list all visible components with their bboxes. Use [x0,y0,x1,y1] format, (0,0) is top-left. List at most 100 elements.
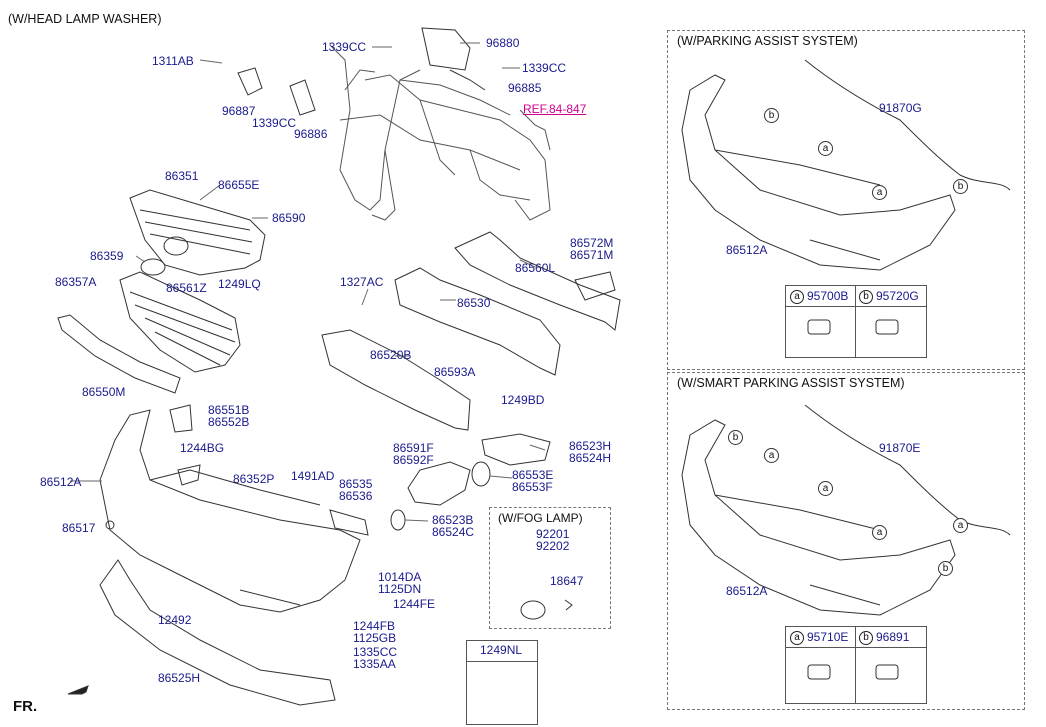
label-1311AB: 1311AB [152,54,194,68]
lower-lip-art [99,559,336,706]
label-86525H: 86525H [158,671,201,685]
label-86593A: 86593A [434,365,476,379]
label-1244BG: 1244BG [180,441,225,455]
front-end-module-frame [329,44,551,221]
label-86351: 86351 [165,169,199,183]
label-18647: 18647 [550,574,584,588]
smart-sensor-table-header [786,627,926,648]
grille-lower-art [119,271,241,373]
parking-sensor-table-divider [855,286,856,357]
bumper-beam-art [321,231,621,431]
smart-parking-assist-box: (W/SMART PARKING ASSIST SYSTEM) 91870E 8… [667,372,1025,710]
label-86517: 86517 [62,521,96,535]
label-95710E: 95710E [807,630,849,644]
fog-ring-b-art [390,509,406,531]
smart-callout-a-4: a [953,518,968,533]
washer-pump-art [421,27,471,71]
label-86535: 86535 [339,477,373,491]
label-1249BD: 1249BD [501,393,545,407]
grille-molding-art [57,314,181,394]
label-1249LQ: 1249LQ [218,277,261,291]
smart-callout-a-2: a [818,481,833,496]
callout-a-2: a [872,185,887,200]
smart-cell-b-letter: b [859,630,873,645]
front-direction-label: FR. [13,698,38,715]
bracket-art [169,404,193,433]
front-arrow-art [67,685,89,695]
label-1327AC: 1327AC [340,275,384,289]
label-86552B: 86552B [208,415,250,429]
label-86560L: 86560L [515,261,556,275]
label-1249NL: 1249NL [480,643,523,657]
label-86357A: 86357A [55,275,97,289]
smart-bumper-art [681,404,1011,616]
label-95720G: 95720G [876,289,919,303]
label-86512A-smart: 86512A [726,584,768,598]
heading-fog-lamp: (W/FOG LAMP) [498,511,583,525]
label-1014DA: 1014DA [378,570,422,584]
label-86553E: 86553E [512,468,554,482]
label-1335AA: 1335AA [353,657,396,671]
label-86512A-parking: 86512A [726,243,768,257]
label-86523B: 86523B [432,513,474,527]
smart-sensor-table-divider [855,627,856,703]
parking-assist-box: (W/PARKING ASSIST SYSTEM) 91870G 86512A … [667,30,1025,370]
label-86536: 86536 [339,489,373,503]
smart-callout-a-3: a [872,525,887,540]
fog-bezel-art [407,461,471,506]
smart-callout-a-1: a [764,448,779,463]
part-1249NL-header: 1249NL [467,641,537,662]
callout-b-2: b [953,179,968,194]
bracket-c-art [329,509,369,536]
callout-b-1: b [764,108,779,123]
heading-parking-assist: (W/PARKING ASSIST SYSTEM) [677,34,858,48]
label-86512A-main: 86512A [40,475,82,489]
label-86572M: 86572M [570,236,614,250]
label-91870G: 91870G [879,101,922,115]
label-96891: 96891 [876,630,910,644]
fog-ring-art [471,461,491,487]
fog-lamp-box: (W/FOG LAMP) 92201 92202 18647 [489,507,611,629]
label-96887: 96887 [222,104,256,118]
label-86590: 86590 [272,211,306,225]
washer-nozzle-art [237,67,263,96]
label-86520B: 86520B [370,348,412,362]
parking-sensor-table-header [786,286,926,307]
label-95700B: 95700B [807,289,849,303]
parking-cell-b-letter: b [859,289,873,304]
label-92201: 92201 [536,527,570,541]
label-86553F: 86553F [512,480,553,494]
parking-bumper-art [681,59,1011,271]
label-86359: 86359 [90,249,124,263]
label-1339CC-c: 1339CC [522,61,567,75]
smart-callout-b-2: b [938,561,953,576]
heading-head-lamp-washer: (W/HEAD LAMP WASHER) [8,12,162,26]
label-96885: 96885 [508,81,542,95]
grille-upper-art [129,189,266,276]
part-1249NL-box: 1249NL [466,640,538,725]
sensor-art [494,319,899,696]
bracket-b-art [177,464,201,486]
label-1335CC: 1335CC [353,645,398,659]
label-1244FE: 1244FE [393,597,436,611]
label-92202: 92202 [536,539,570,553]
leader-lines [70,42,546,522]
label-86592F: 86592F [393,453,434,467]
label-86524H: 86524H [569,451,612,465]
label-1491AD: 1491AD [291,469,335,483]
label-86530: 86530 [457,296,491,310]
label-1125GB: 1125GB [353,631,397,645]
bumper-cover-art [99,409,361,613]
label-96880: 96880 [486,36,520,50]
ref-link[interactable]: REF.84-847 [523,102,587,116]
label-1339CC-a: 1339CC [252,116,297,130]
smart-callout-b-1: b [728,430,743,445]
parking-cell-a-letter: a [790,289,804,304]
label-1339CC-b: 1339CC [322,40,367,54]
washer-hose-art [449,69,486,91]
